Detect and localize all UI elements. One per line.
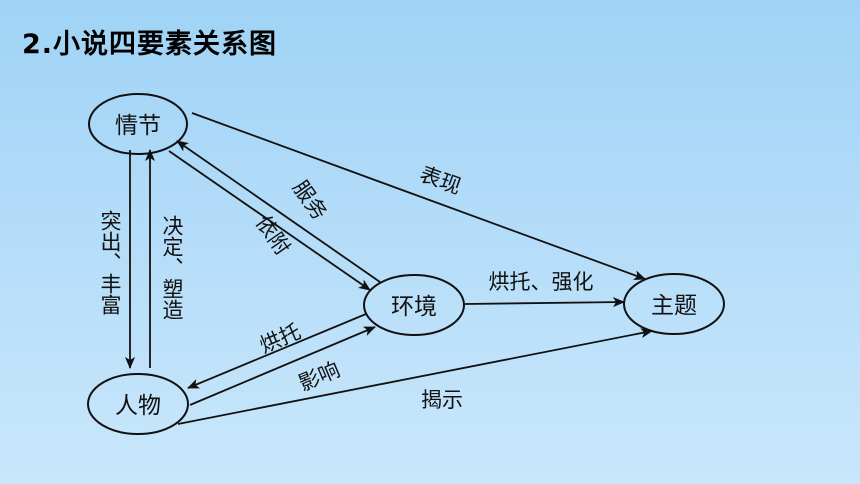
edge-character-to-theme (177, 328, 653, 425)
edge-character-to-env (189, 326, 376, 406)
label-env-serve: 服务 (288, 176, 332, 224)
label-character-to-env: 影响 (295, 357, 343, 396)
label-env-to-character: 烘托 (256, 319, 304, 358)
node-theme-label: 主题 (651, 293, 697, 319)
label-character-to-theme: 揭示 (421, 388, 463, 412)
node-plot: 情节 (88, 93, 188, 155)
edge-env-to-plot (176, 140, 381, 283)
node-plot-label: 情节 (115, 113, 161, 139)
label-env-to-theme: 烘托、强化 (489, 270, 594, 294)
edge-env-to-character (187, 313, 367, 389)
edge-env-to-theme (464, 297, 625, 308)
label-plot-to-theme: 表现 (417, 162, 465, 199)
page-title: 2.小说四要素关系图 (22, 29, 278, 60)
node-character: 人物 (87, 373, 189, 435)
label-character-to-plot: 决定、塑造 (160, 215, 184, 320)
edge-plot-to-env (168, 150, 371, 291)
node-character-label: 人物 (115, 393, 161, 419)
node-theme: 主题 (623, 273, 725, 335)
edge-plot-to-theme (191, 112, 646, 280)
node-environment: 环境 (363, 274, 465, 336)
node-environment-label: 环境 (391, 294, 437, 320)
label-plot-to-character: 突出、丰富 (98, 210, 122, 315)
